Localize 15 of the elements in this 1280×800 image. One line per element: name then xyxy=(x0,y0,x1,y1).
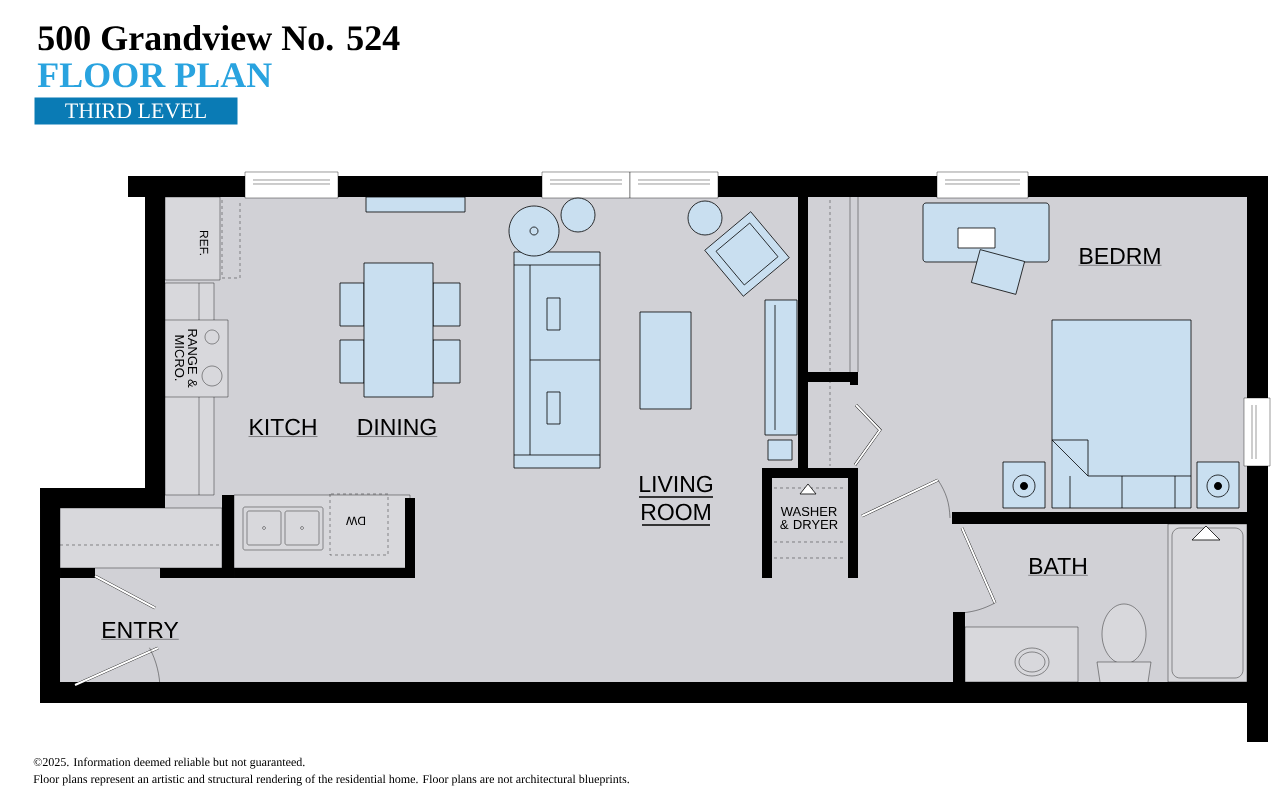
room-label: DINING xyxy=(356,418,438,437)
room-label: KITCH xyxy=(248,418,318,437)
room-label: BEDRM xyxy=(1078,248,1162,266)
room-label: ENTRY xyxy=(101,622,179,640)
appliance-label: RANGE & MICRO. xyxy=(174,329,198,388)
appliance-label: DW xyxy=(346,516,365,526)
appliance-label: WASHER & DRYER xyxy=(780,506,838,530)
room-label: BATH xyxy=(1028,558,1088,576)
disclaimer-text: ©2025. Information deemed reliable but not guaranteed. xyxy=(33,757,305,769)
appliance-label: REF. xyxy=(199,231,209,255)
title: 500 Grandview No. 524 xyxy=(38,25,400,51)
disclaimer-text: Floor plans represent an artistic and structural rendering of the residential home. Floor plans are not architectural blueprints. xyxy=(33,774,629,786)
level-banner: THIRD LEVEL xyxy=(34,97,238,125)
room-label: LIVING ROOM xyxy=(638,475,714,526)
subtitle: FLOOR PLAN xyxy=(37,63,272,88)
